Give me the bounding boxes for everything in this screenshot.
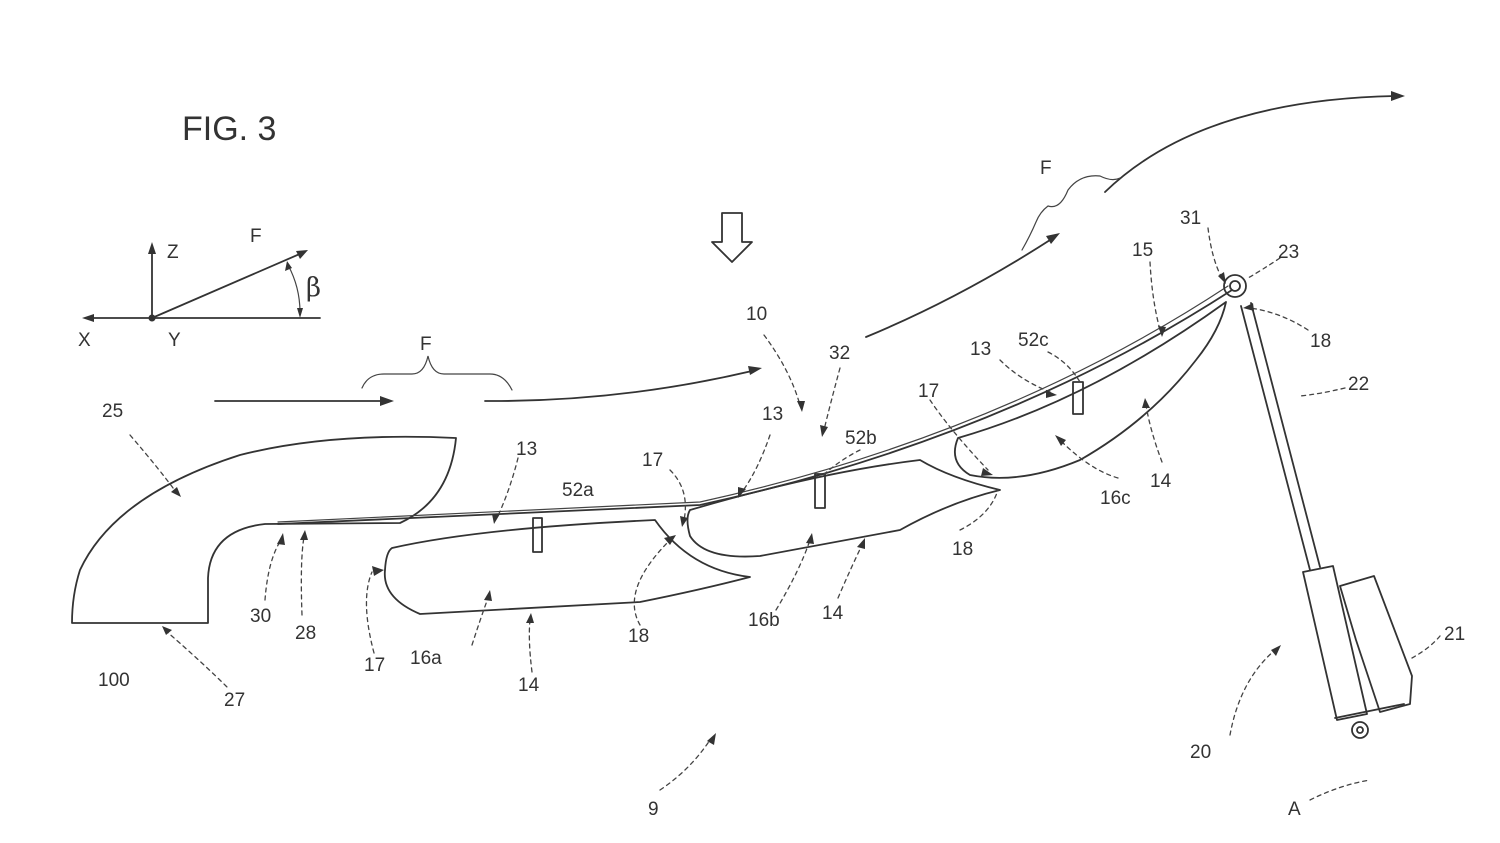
- angle-beta-label: β: [306, 273, 321, 303]
- ref-28: 28: [295, 623, 316, 644]
- ref-31: 31: [1180, 208, 1201, 229]
- flow-label-right: F: [1040, 158, 1052, 179]
- ref-13-third: 13: [970, 339, 991, 360]
- ref-16a: 16a: [410, 648, 442, 669]
- ref-A: A: [1288, 799, 1301, 820]
- ref-18-third: 18: [1310, 331, 1331, 352]
- ref-15: 15: [1132, 240, 1153, 261]
- ref-17-third: 17: [918, 381, 939, 402]
- leader-lines: [129, 227, 1441, 801]
- ref-17-second: 17: [642, 450, 663, 471]
- axis-y-label: Y: [168, 330, 181, 351]
- axis-z-label: Z: [167, 242, 179, 263]
- ref-52c: 52c: [1018, 330, 1049, 351]
- axis-f-label: F: [250, 226, 262, 247]
- ref-14-second: 14: [822, 603, 844, 624]
- ref-20: 20: [1190, 742, 1211, 763]
- hinge-52b: [814, 473, 826, 509]
- ref-16c: 16c: [1100, 488, 1131, 509]
- ref-14-first: 14: [518, 675, 540, 696]
- ref-100: 100: [98, 670, 130, 691]
- ref-52b: 52b: [845, 428, 877, 449]
- flap-16c: [954, 301, 1227, 479]
- actuator: [1223, 274, 1413, 739]
- duct-body: [71, 435, 457, 624]
- ref-14-third: 14: [1150, 471, 1172, 492]
- ref-25: 25: [102, 401, 123, 422]
- flap-16a: [383, 519, 751, 615]
- flow-label-left: F: [420, 334, 432, 355]
- ref-32: 32: [829, 343, 850, 364]
- downward-arrow-icon: [711, 212, 753, 263]
- ref-18-second: 18: [952, 539, 973, 560]
- ref-23: 23: [1278, 242, 1299, 263]
- ref-52a: 52a: [562, 480, 594, 501]
- ref-16b: 16b: [748, 610, 780, 631]
- ref-30: 30: [250, 606, 271, 627]
- ref-10: 10: [746, 304, 767, 325]
- ref-27: 27: [224, 690, 245, 711]
- ref-18-first: 18: [628, 626, 649, 647]
- figure-title: FIG. 3: [182, 110, 276, 148]
- airflow-arrows: F F: [214, 91, 1405, 406]
- coordinate-system: Z X Y F β: [78, 226, 321, 351]
- ref-21: 21: [1444, 624, 1465, 645]
- hinge-52c: [1072, 381, 1084, 415]
- axis-x-label: X: [78, 330, 91, 351]
- reference-numerals: 25 100 27 30 28 17 16a 14 13 52a 18 17 1…: [98, 208, 1465, 820]
- ref-17-first: 17: [364, 655, 385, 676]
- ref-9: 9: [648, 799, 659, 820]
- flap-16b: [686, 459, 1001, 558]
- ref-13-first: 13: [516, 439, 537, 460]
- hinge-52a: [532, 517, 543, 553]
- ref-13-second: 13: [762, 404, 783, 425]
- ref-22: 22: [1348, 374, 1369, 395]
